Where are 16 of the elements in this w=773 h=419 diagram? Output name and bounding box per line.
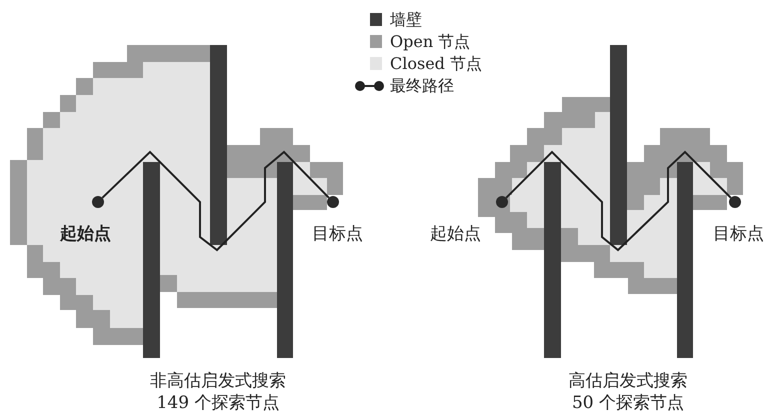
- caption: 149 个探索节点: [156, 394, 280, 413]
- point-label: 目标点: [713, 225, 764, 244]
- path-line: [102, 150, 330, 252]
- legend-label: Open 节点: [390, 33, 470, 51]
- point-label: 目标点: [312, 225, 363, 244]
- endpoint-dot: [729, 196, 741, 208]
- caption: 高估启发式搜索: [568, 372, 688, 391]
- caption: 50 个探索节点: [572, 394, 684, 413]
- legend-label: 墙壁: [390, 11, 422, 29]
- caption: 非高估启发式搜索: [150, 372, 286, 391]
- path-line: [506, 150, 732, 252]
- endpoint-dot: [327, 196, 339, 208]
- point-label: 起始点: [60, 225, 111, 244]
- legend-label: Closed 节点: [390, 55, 482, 73]
- point-label: 起始点: [430, 225, 481, 244]
- legend-label: 最终路径: [390, 77, 454, 95]
